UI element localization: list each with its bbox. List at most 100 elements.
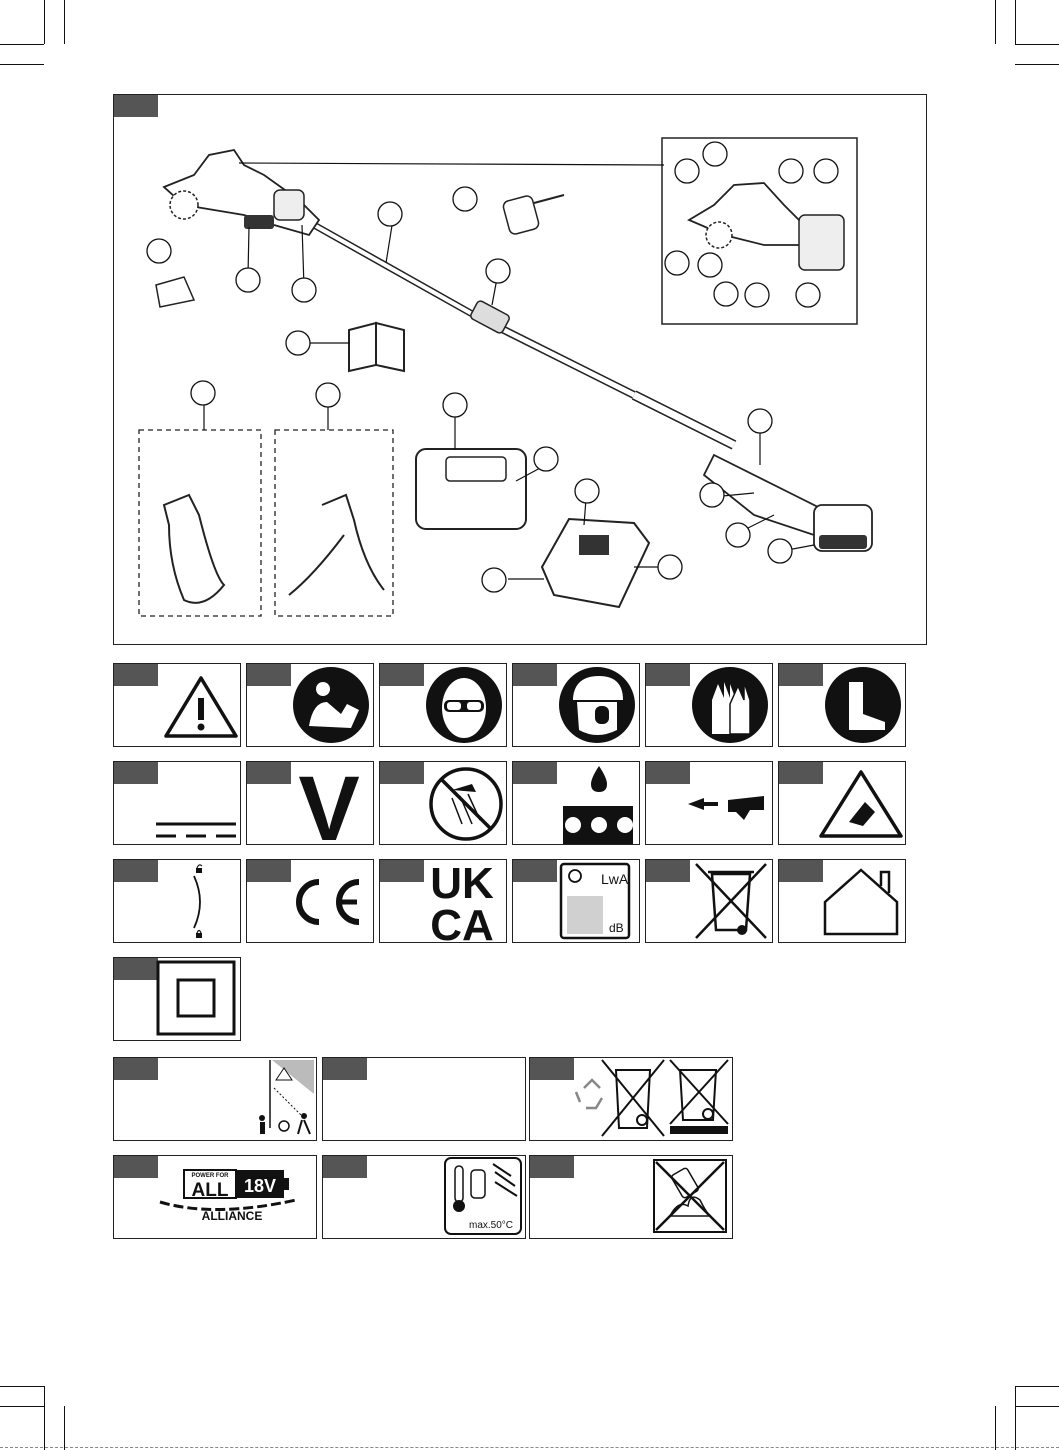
info-panel (529, 1155, 733, 1239)
callout-marker (486, 259, 510, 283)
callout-marker (147, 239, 171, 263)
callout-marker (745, 283, 769, 307)
all-label: ALL (192, 1180, 229, 1201)
recycling-icons (530, 1058, 732, 1140)
symbol-panel (246, 859, 374, 943)
crop-mark (1015, 1386, 1016, 1450)
distance-dashes-icon (114, 762, 240, 844)
crop-mark (64, 1406, 65, 1450)
eye-protection-icon (380, 664, 506, 746)
symbol-panel (645, 859, 773, 943)
crop-mark (0, 44, 44, 45)
panel-tab (323, 1058, 367, 1080)
crop-mark (995, 0, 996, 44)
weee-crossed-bin-icon (646, 860, 772, 942)
info-panel: POWER FOR ALL 18V ALLIANCE (113, 1155, 317, 1239)
page-bottom-rule (0, 1447, 1059, 1448)
read-manual-icon (247, 664, 373, 746)
info-panel (322, 1057, 526, 1141)
callout-marker (796, 283, 820, 307)
ca-label: CA (430, 901, 494, 942)
symbol-panel (512, 761, 640, 845)
warning-triangle-icon (114, 664, 240, 746)
callout-marker (658, 555, 682, 579)
power-for-all-alliance-logo: POWER FOR ALL 18V ALLIANCE (114, 1156, 316, 1238)
crop-mark (44, 1386, 45, 1450)
ukca-mark-icon: UK CA (380, 860, 506, 942)
callout-marker (453, 187, 477, 211)
power-for-label: POWER FOR (192, 1173, 230, 1179)
callout-marker (779, 159, 803, 183)
double-insulation-icon (114, 958, 240, 1040)
callout-marker (482, 568, 506, 592)
callout-marker (703, 142, 727, 166)
callout-marker (814, 159, 838, 183)
eighteen-v-label: 18V (244, 1176, 276, 1196)
callout-marker (378, 202, 402, 226)
callout-marker (292, 278, 316, 302)
symbol-panel: V (246, 761, 374, 845)
symbol-panel (512, 663, 640, 747)
callout-marker (316, 383, 340, 407)
symbol-panel (246, 663, 374, 747)
max-temperature-label: max.50°C (469, 1220, 513, 1231)
cutting-hazard-icon (779, 762, 905, 844)
symbol-panel (645, 761, 773, 845)
chain-oil-icon (513, 762, 639, 844)
callout-marker (700, 483, 724, 507)
no-rain-icon (380, 762, 506, 844)
crop-mark (1015, 0, 1016, 44)
helmet-hearing-protection-icon (513, 664, 639, 746)
ce-mark-icon (247, 860, 373, 942)
callout-marker (575, 479, 599, 503)
symbol-panel: UK CA (379, 859, 507, 943)
symbol-panel: LwA dB (512, 859, 640, 943)
db-label: dB (609, 921, 624, 935)
info-panel: max.50°C (322, 1155, 526, 1239)
crop-mark (0, 1386, 44, 1387)
symbol-panel (778, 663, 906, 747)
symbol-panel (778, 859, 906, 943)
symbol-panel (778, 761, 906, 845)
symbol-panel (379, 761, 507, 845)
voltage-v-icon: V (247, 762, 373, 844)
callout-marker (191, 381, 215, 405)
callout-marker (748, 409, 772, 433)
crop-mark (1015, 64, 1059, 65)
crop-mark (0, 1406, 44, 1407)
product-overview-figure (113, 94, 927, 645)
sound-power-lwa-icon: LwA dB (513, 860, 639, 942)
no-fire-battery-icon (530, 1156, 732, 1238)
callout-marker (726, 523, 750, 547)
crop-mark (1015, 1406, 1059, 1407)
crop-mark (64, 0, 65, 44)
product-illustration (114, 95, 926, 644)
protective-boots-icon (779, 664, 905, 746)
symbol-panel (379, 663, 507, 747)
temperature-limit-icon: max.50°C (323, 1156, 525, 1238)
voltage-label: V (298, 762, 359, 844)
info-panel (113, 1057, 317, 1141)
overhead-hazard-icon (114, 1058, 316, 1140)
lwa-label: LwA (601, 871, 629, 887)
symbol-panel (113, 663, 241, 747)
symbol-panel (113, 957, 241, 1041)
symbol-panel (645, 663, 773, 747)
callout-marker (768, 539, 792, 563)
crop-mark (995, 1406, 996, 1450)
callout-marker (714, 282, 738, 306)
callout-marker (534, 447, 558, 471)
lock-unlock-icon (114, 860, 240, 942)
callout-marker (665, 251, 689, 275)
crop-mark (44, 0, 45, 44)
callout-marker (286, 331, 310, 355)
chain-direction-icon (646, 762, 772, 844)
crop-mark (1015, 44, 1059, 45)
callout-marker (675, 159, 699, 183)
symbol-panel (113, 859, 241, 943)
protective-gloves-icon (646, 664, 772, 746)
alliance-label: ALLIANCE (202, 1209, 263, 1223)
callout-marker (698, 253, 722, 277)
info-panel (529, 1057, 733, 1141)
symbol-panel (113, 761, 241, 845)
